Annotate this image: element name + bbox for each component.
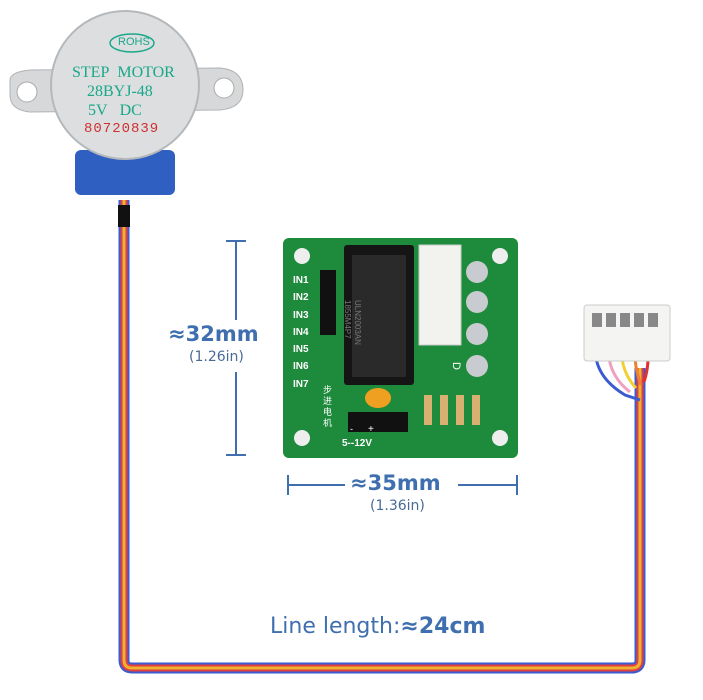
dimension-lines xyxy=(226,240,518,495)
input-label: IN2 xyxy=(293,292,309,304)
wire-connector xyxy=(583,304,671,362)
input-label: IN4 xyxy=(293,326,309,338)
motor-model: 28BYJ-48 xyxy=(87,83,153,100)
power-label: 5--12V xyxy=(342,438,373,449)
rohs-badge: ROHS xyxy=(118,36,150,48)
motor-cable xyxy=(118,200,646,674)
input-label: IN7 xyxy=(293,378,309,390)
motor-label-step: STEP xyxy=(72,64,110,81)
motor-dc: DC xyxy=(119,102,142,119)
motor-voltage: 5V xyxy=(88,102,108,119)
motor-label-motor: MOTOR xyxy=(117,64,175,81)
chinese-label: 步进电机 xyxy=(323,385,333,428)
input-label: IN1 xyxy=(293,275,309,286)
led-label: D xyxy=(449,362,462,370)
input-label: IN6 xyxy=(293,361,309,373)
height-dimension: ≈32mm xyxy=(168,322,259,346)
input-label: IN5 xyxy=(293,344,309,356)
line-length-value: ≈24cm xyxy=(400,614,486,639)
power-minus: - xyxy=(350,424,353,434)
height-dimension-inches: (1.26in) xyxy=(189,349,244,365)
motor-serial: 80720839 xyxy=(84,121,160,137)
driver-board xyxy=(283,238,518,458)
width-dimension-inches: (1.36in) xyxy=(370,498,425,514)
line-length: Line length:≈24cm xyxy=(270,614,485,639)
power-plus: + xyxy=(368,424,374,435)
cable-sleeve xyxy=(118,205,130,227)
chip-marking: ULN2003AN 1855M4P7 xyxy=(342,300,362,345)
input-label: IN3 xyxy=(293,309,309,321)
input-labels: IN1 IN2 IN3 IN4 IN5 IN6 IN7 xyxy=(293,272,309,393)
chip-model: ULN2003AN xyxy=(353,300,362,345)
stepper-motor xyxy=(9,10,244,195)
width-dimension: ≈35mm xyxy=(350,471,441,495)
chip-batch: 1855M4P7 xyxy=(343,300,352,339)
line-length-label: Line length: xyxy=(270,614,401,639)
